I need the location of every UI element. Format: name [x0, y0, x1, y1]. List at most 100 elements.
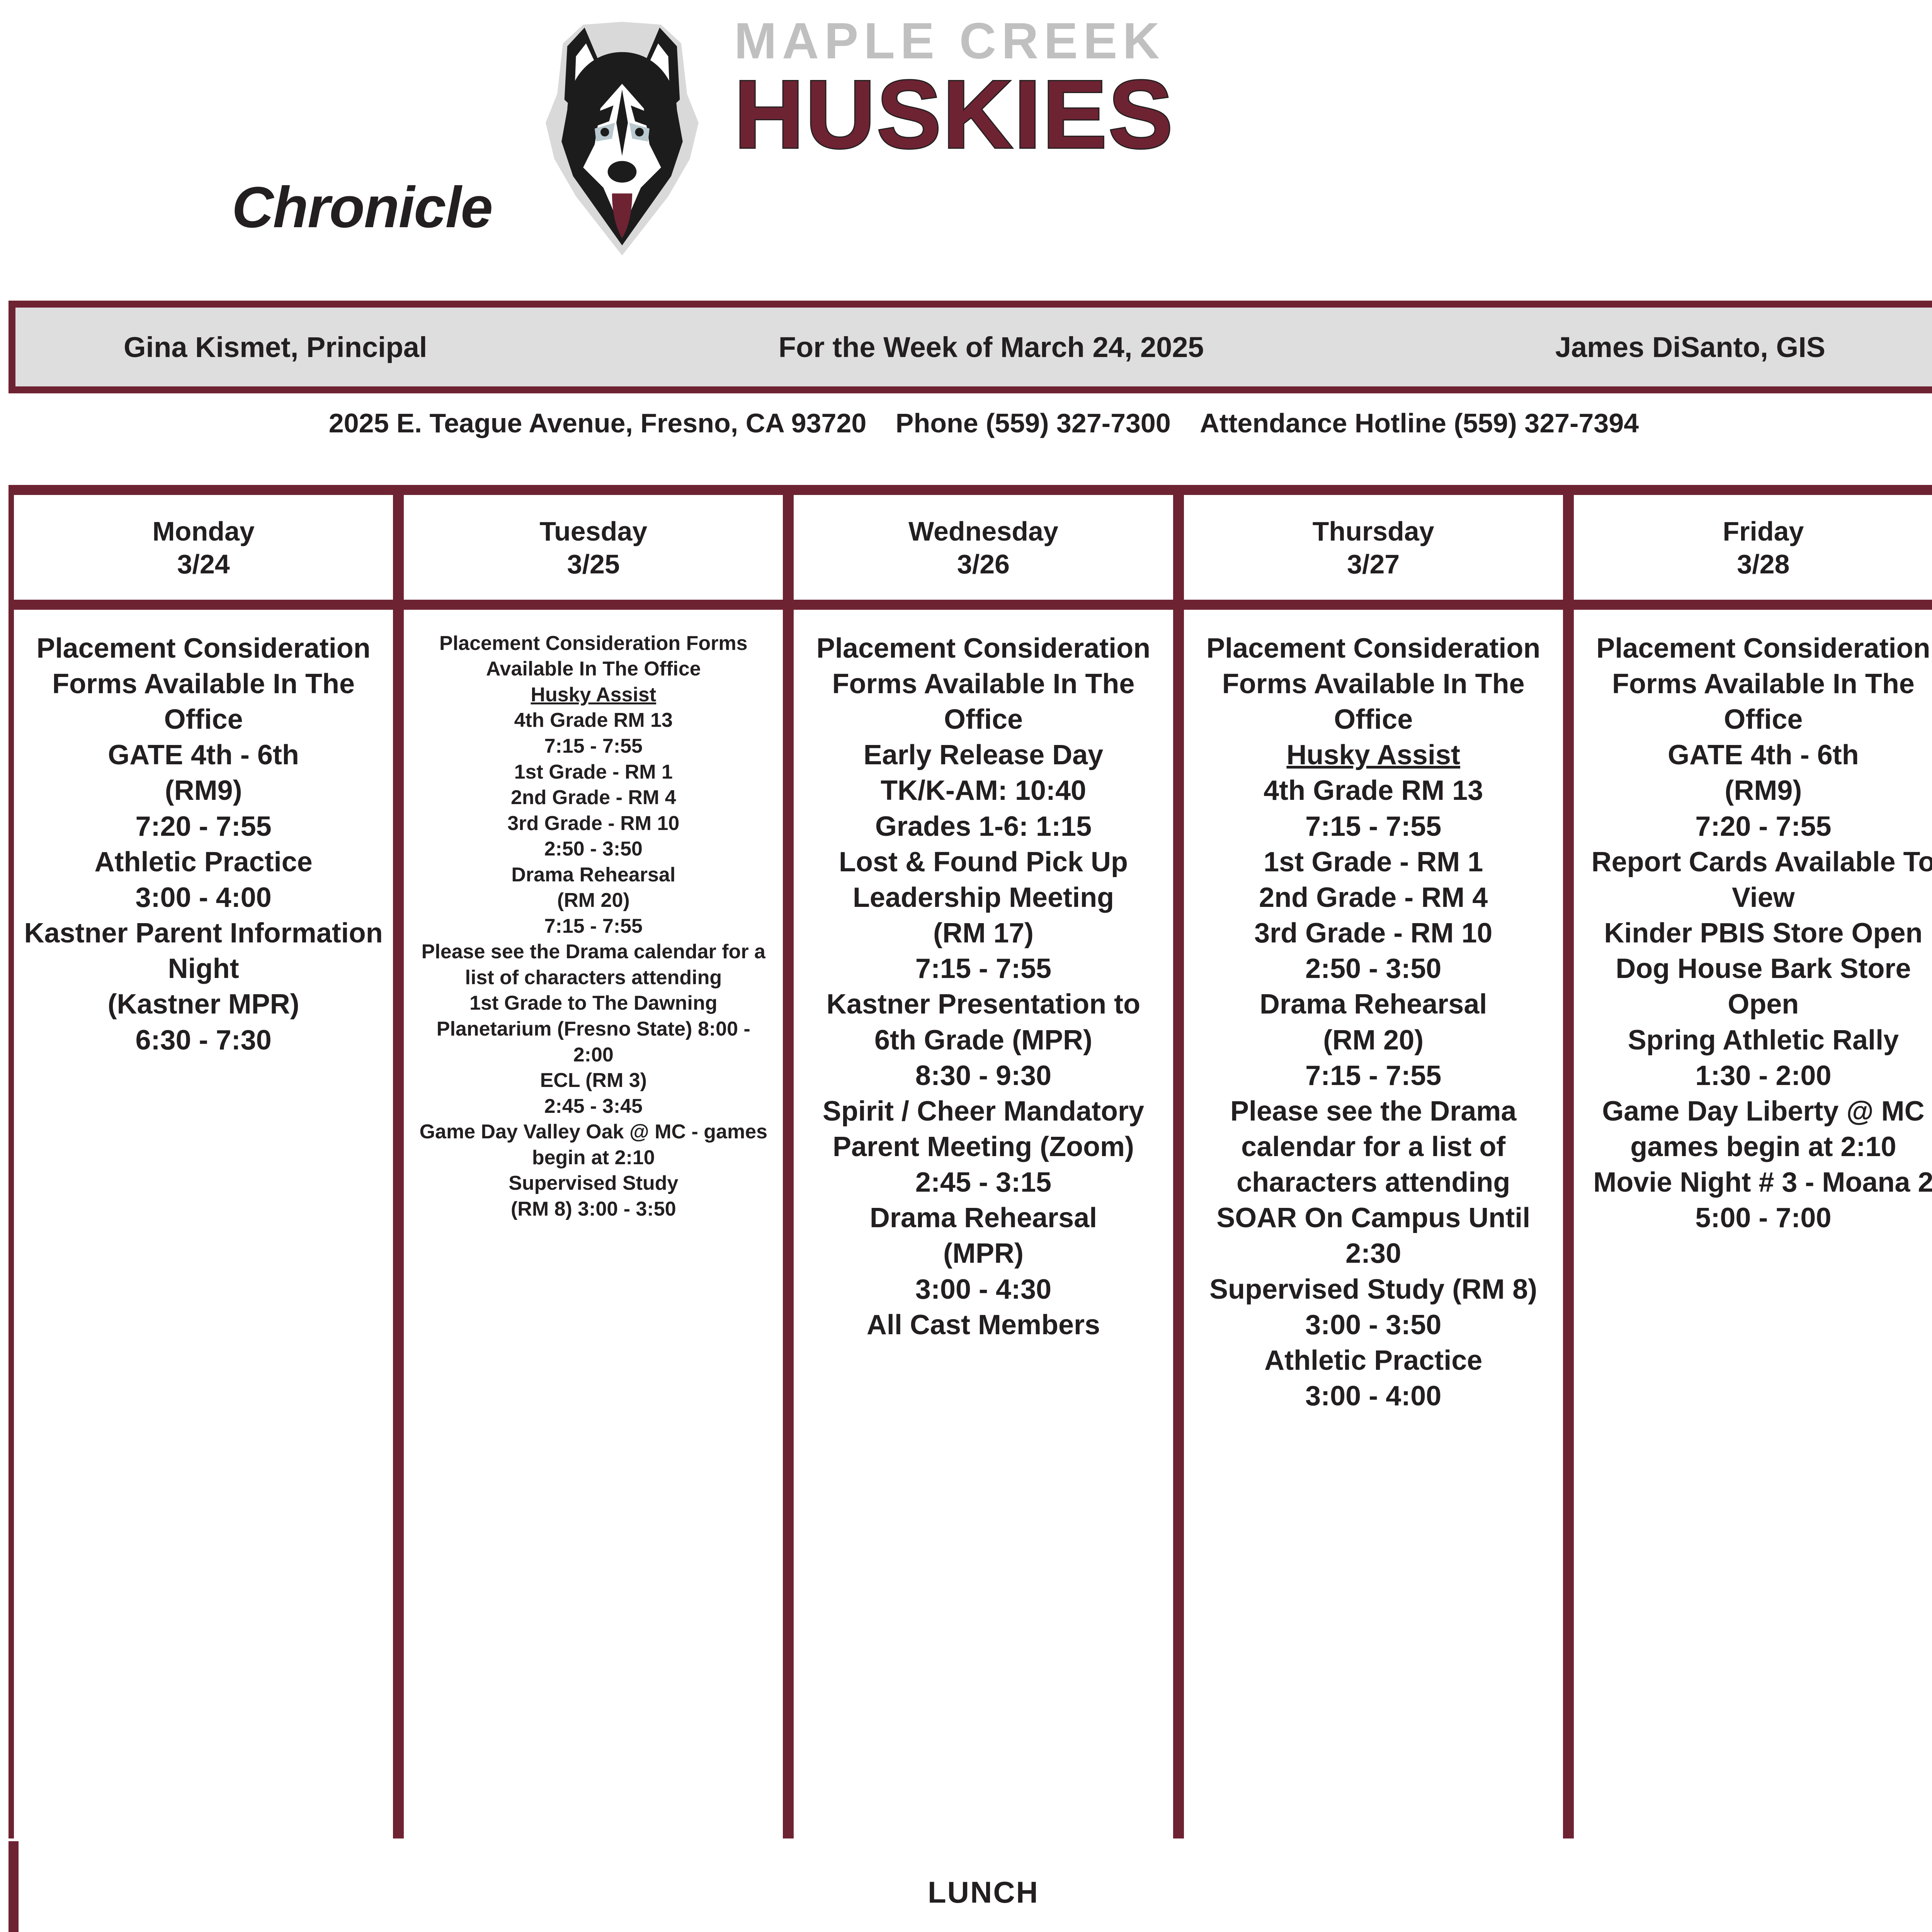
event-line: Report Cards Available To View	[1591, 846, 1932, 913]
day-date: 3/27	[1347, 549, 1400, 580]
event-line: 3:00 - 4:00	[135, 882, 272, 913]
event-line: Kastner Presentation to 6th Grade (MPR)	[826, 989, 1141, 1056]
event-line: Early Release Day	[863, 740, 1104, 771]
event-line: (RM9)	[1725, 775, 1802, 806]
event-block: SOAR On Campus Until 2:30	[1194, 1200, 1553, 1271]
event-line: Drama Rehearsal	[869, 1202, 1097, 1234]
event-block: Supervised Study (RM 8) 3:00 - 3:50	[1194, 1272, 1553, 1343]
event-line: 3:00 - 4:00	[1305, 1381, 1442, 1412]
event-block: Game Day Valley Oak @ MC - games begin a…	[414, 1119, 773, 1170]
week-of-label: For the Week of March 24, 2025	[778, 331, 1204, 363]
event-line: Husky Assist	[1286, 740, 1460, 771]
school-phone: Phone (559) 327-7300	[895, 408, 1171, 438]
event-line: Placement Consideration Forms Available …	[439, 632, 748, 680]
day-events: Placement Consideration Forms Available …	[1574, 610, 1932, 1838]
event-line: GATE 4th - 6th	[1668, 740, 1859, 771]
event-line: Spirit / Cheer Mandatory Parent Meeting …	[822, 1095, 1145, 1162]
event-block: GATE 4th - 6th(RM9)7:20 - 7:55	[1584, 737, 1932, 844]
event-line: Lost & Found Pick Up	[839, 846, 1128, 878]
event-line: 3rd Grade - RM 10	[1254, 918, 1493, 949]
event-line: 1:30 - 2:00	[1695, 1060, 1832, 1091]
event-line: 7:15 - 7:55	[1305, 1060, 1442, 1091]
event-line: 4th Grade RM 13	[1264, 775, 1483, 806]
day-name: Friday	[1723, 516, 1804, 546]
day-date: 3/25	[567, 549, 620, 580]
calendar-day-cell-wednesday: Placement Consideration Forms Available …	[788, 609, 1179, 1838]
event-line: (RM 20)	[557, 889, 630, 912]
event-line: 2:45 - 3:15	[915, 1167, 1052, 1198]
event-line: Supervised Study (RM 8)	[1209, 1274, 1537, 1305]
event-line: Dog House Bark Store Open	[1616, 953, 1911, 1020]
event-line: 7:15 - 7:55	[915, 953, 1052, 985]
event-line: 4th Grade RM 13	[514, 709, 673, 732]
event-line: 2nd Grade - RM 4	[1259, 882, 1488, 913]
event-block: Dog House Bark Store Open	[1584, 951, 1932, 1022]
event-line: Please see the Drama calendar for a list…	[421, 940, 765, 989]
event-line: 8:30 - 9:30	[915, 1060, 1052, 1091]
day-date: 3/28	[1737, 549, 1790, 580]
attendance-hotline: Attendance Hotline (559) 327-7394	[1200, 408, 1639, 438]
event-line: 7:15 - 7:55	[544, 915, 643, 937]
event-block: 1st Grade to The Dawning Planetarium (Fr…	[414, 990, 773, 1068]
wordmark-top: MAPLE CREEK	[734, 12, 1165, 69]
event-block: Spirit / Cheer Mandatory Parent Meeting …	[804, 1094, 1163, 1200]
day-name: Wednesday	[908, 516, 1058, 546]
event-block: Kastner Parent Information Night(Kastner…	[24, 915, 383, 1058]
event-line: 6:30 - 7:30	[135, 1024, 272, 1056]
event-line: (RM 8) 3:00 - 3:50	[510, 1197, 676, 1220]
event-line: SOAR On Campus Until 2:30	[1216, 1202, 1531, 1269]
event-line: 2:50 - 3:50	[1305, 953, 1442, 985]
event-line: All Cast Members	[866, 1309, 1100, 1340]
info-bar: Gina Kismet, Principal For the Week of M…	[9, 301, 1932, 393]
calendar-body-row: Placement Consideration Forms Available …	[9, 609, 1932, 1838]
event-line: (Kastner MPR)	[107, 989, 299, 1020]
event-line: (RM 17)	[933, 918, 1034, 949]
school-address: 2025 E. Teague Avenue, Fresno, CA 93720	[328, 408, 867, 438]
event-line: Leadership Meeting	[852, 882, 1114, 913]
event-line: 1st Grade - RM 1	[514, 760, 673, 783]
event-block: Supervised Study(RM 8) 3:00 - 3:50	[414, 1170, 773, 1222]
masthead: MAPLE CREEK HUSKIES Chronicle	[0, 0, 1932, 294]
event-block: GATE 4th - 6th(RM9)7:20 - 7:55	[24, 737, 383, 844]
lunch-label: LUNCH	[928, 1875, 1039, 1909]
day-name: Monday	[152, 516, 255, 546]
event-line: Drama Rehearsal	[1260, 989, 1487, 1020]
event-block: Kastner Presentation to 6th Grade (MPR) 8…	[804, 986, 1163, 1093]
event-block: Lost & Found Pick Up	[804, 844, 1163, 880]
husky-head-logo-icon	[514, 12, 730, 263]
event-line: 2:50 - 3:50	[544, 838, 643, 861]
event-line: 3:00 - 3:50	[1305, 1309, 1442, 1340]
event-block: Placement Consideration Forms Available …	[414, 631, 773, 682]
event-line: games begin at 2:10	[1630, 1131, 1896, 1162]
event-line: Husky Assist	[531, 683, 656, 706]
gis-name: James DiSanto, GIS	[1555, 331, 1825, 363]
event-line: Placement Consideration Forms Available …	[1596, 633, 1930, 735]
event-block: Placement Consideration Forms Available …	[1194, 631, 1553, 737]
event-line: 3rd Grade - RM 10	[507, 812, 680, 835]
event-block: Leadership Meeting (RM 17) 7:15 - 7:55	[804, 880, 1163, 986]
wordmark-main: HUSKIES	[733, 60, 1175, 168]
event-line: GATE 4th - 6th	[108, 740, 299, 771]
day-events: Placement Consideration Forms Available …	[404, 610, 783, 1838]
wordmark: MAPLE CREEK HUSKIES	[733, 12, 1283, 168]
event-block: Placement Consideration Forms Available …	[1584, 631, 1932, 737]
event-block: Placement Consideration Forms Available …	[804, 631, 1163, 737]
event-line: 3:00 - 4:30	[915, 1274, 1052, 1305]
lunch-banner: LUNCH	[9, 1841, 1932, 1932]
event-line: Game Day Liberty @ MC	[1602, 1095, 1925, 1127]
event-line: 1st Grade to The Dawning Planetarium (Fr…	[436, 992, 750, 1066]
event-line: 2:45 - 3:45	[544, 1095, 643, 1117]
event-line: Placement Consideration Forms Available …	[816, 633, 1151, 735]
